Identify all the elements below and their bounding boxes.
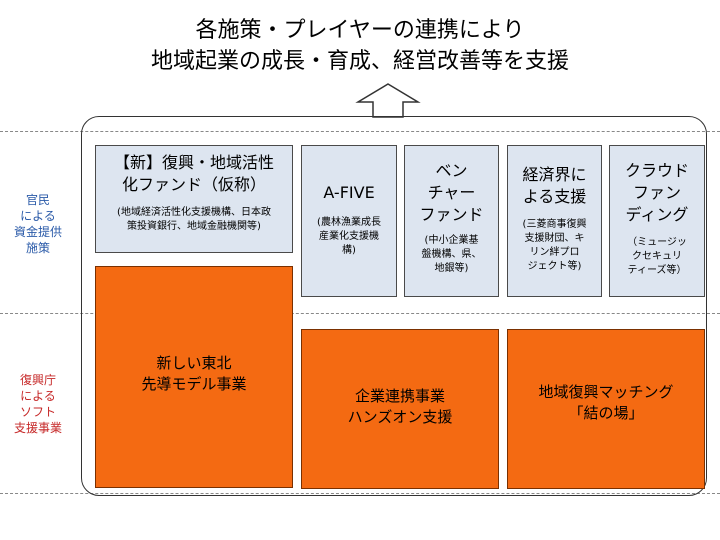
funding-box-detail: （ミュージッ クセキュリ ティーズ等） <box>627 237 687 276</box>
government-funding-label: 官民 による 資金提供 施策 <box>13 193 62 255</box>
reconstruction-support-label: 復興庁 による ソフト 支援事業 <box>13 373 62 435</box>
support-box-new-tohoku: 新しい東北 先導モデル事業 <box>95 266 293 488</box>
middle-separator <box>0 313 720 314</box>
funding-box-detail: (三菱商事復興 支援財団、キ リン絆プロ ジェクト等) <box>522 219 587 272</box>
funding-box-title: ベン チャー ファンド <box>419 161 484 224</box>
measures-frame <box>81 116 707 496</box>
funding-box-venture-fund: ベン チャー ファンド (中小企業基 盤機構、県、 地銀等) <box>404 145 499 297</box>
funding-box-title: A-FIVE <box>323 183 375 202</box>
support-box-matching: 地域復興マッチング 「結の場」 <box>507 329 705 489</box>
funding-box-title: 経済界に よる支援 <box>522 165 587 206</box>
funding-box-detail: (中小企業基 盤機構、県、 地銀等) <box>421 235 482 274</box>
bottom-separator <box>0 493 720 494</box>
funding-box-title: クラウド ファン ディング <box>624 161 689 224</box>
top-separator <box>0 131 720 132</box>
funding-box-a-five: A-FIVE (農林漁業成長 産業化支援機 構) <box>301 145 397 297</box>
support-box-label: 新しい東北 先導モデル事業 <box>141 354 247 393</box>
funding-box-crowdfunding: クラウド ファン ディング （ミュージッ クセキュリ ティーズ等） <box>609 145 705 297</box>
funding-box-title: 【新】復興・地域活性 化ファンド（仮称） <box>113 153 274 194</box>
funding-box-detail: (地域経済活性化支援機構、日本政 策投資銀行、地域金融機関等) <box>117 207 271 232</box>
funding-box-revitalization-fund: 【新】復興・地域活性 化ファンド（仮称） (地域経済活性化支援機構、日本政 策投… <box>95 145 293 253</box>
support-box-label: 企業連携事業 ハンズオン支援 <box>347 387 453 426</box>
diagram-title-line1: 各施策・プレイヤーの連携により <box>195 18 525 43</box>
support-box-hands-on: 企業連携事業 ハンズオン支援 <box>301 329 499 489</box>
funding-box-business-community: 経済界に よる支援 (三菱商事復興 支援財団、キ リン絆プロ ジェクト等) <box>507 145 602 297</box>
support-box-label: 地域復興マッチング 「結の場」 <box>538 383 674 422</box>
diagram-title-line2: 地域起業の成長・育成、経営改善等を支援 <box>150 49 569 74</box>
funding-box-detail: (農林漁業成長 産業化支援機 構) <box>317 217 381 256</box>
